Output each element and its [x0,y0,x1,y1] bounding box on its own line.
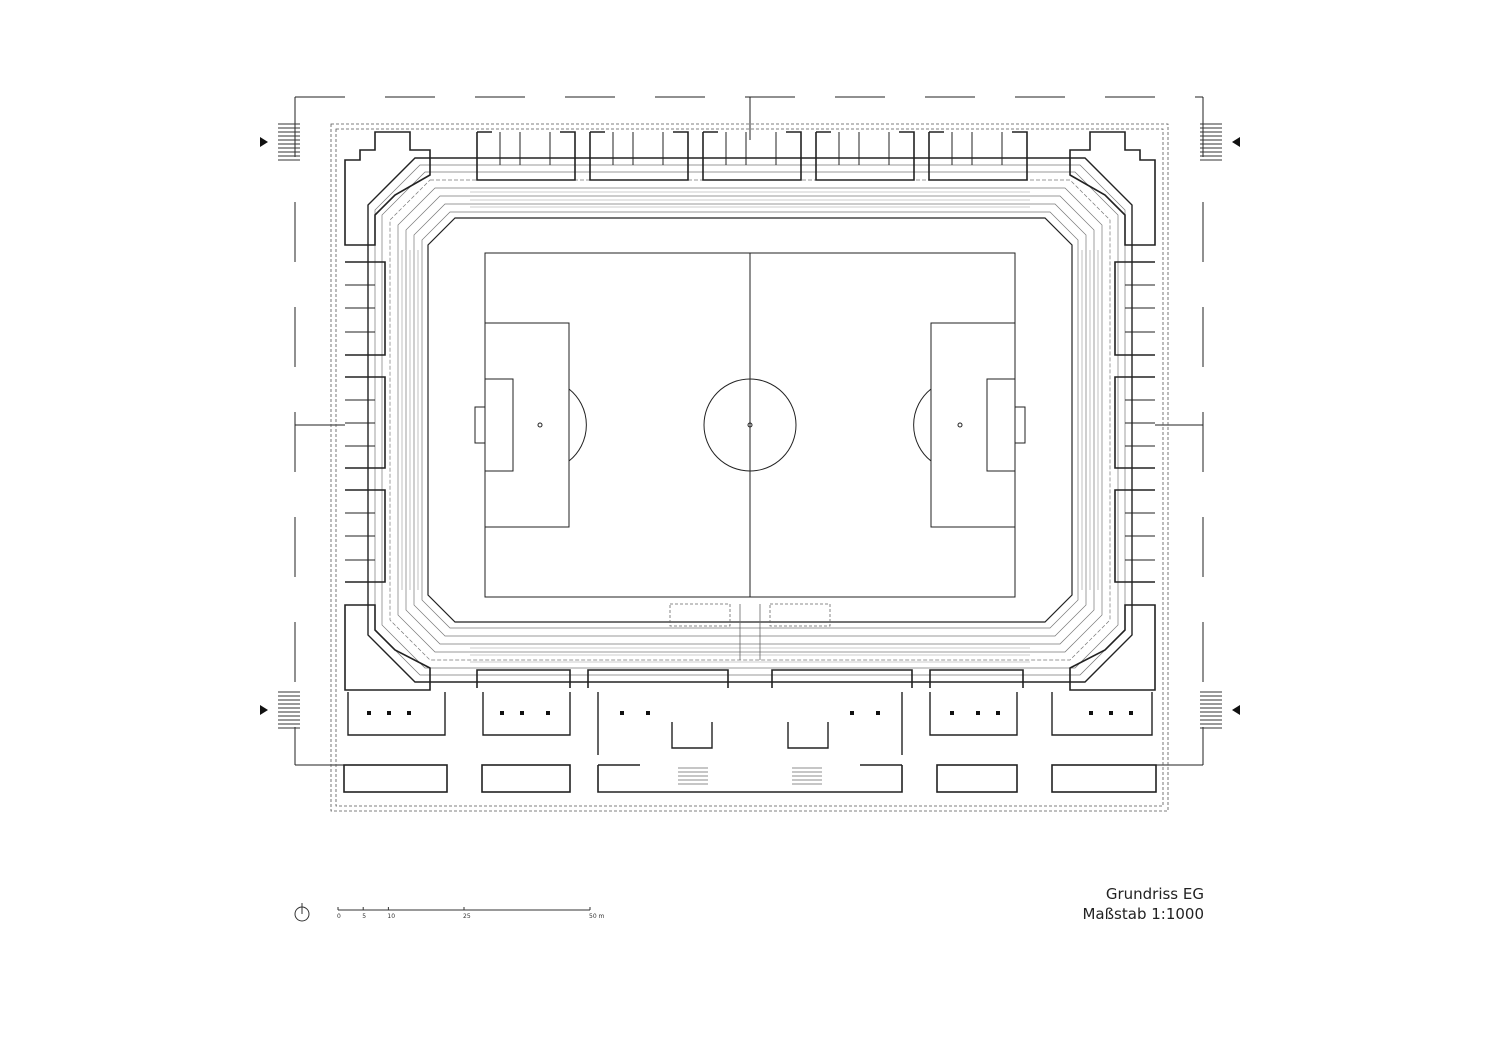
goal-right [1014,406,1026,444]
section-arrow-icon [1232,137,1240,147]
north-arrow-icon [294,903,310,922]
top-box-partitions [499,132,1003,165]
top-boxes [476,131,1028,181]
drawing-scale: Maßstab 1:1000 [1082,905,1204,923]
scale-bar-label: 25 [463,913,471,920]
corner-blocks-bottom [344,604,1156,691]
lower-rooms [343,764,1157,793]
bottom-boxes [476,669,1024,688]
section-arrow-icon [260,137,268,147]
stands-inner-edge [427,217,1073,623]
goal-area-right [986,378,1016,472]
concourse [347,692,1153,755]
penalty-arc-left [568,388,587,462]
team-benches [669,603,831,660]
penalty-spot-right [957,422,963,428]
columns [367,711,1133,715]
scale-bar-label: 5 [362,913,366,920]
scale-bar-label: 50 m [589,913,605,920]
section-markers [260,137,1240,715]
drawing-title: Grundriss EG [1105,885,1204,903]
football-pitch [474,252,1026,598]
penalty-area-left [484,322,570,528]
lower-stairs [678,767,822,785]
section-arrow-icon [1232,705,1240,715]
scale-bar: 0 5 10 25 50 m [337,907,605,920]
goal-area-left [484,378,514,472]
penalty-arc-right [913,388,932,462]
stands-ring [374,164,1126,676]
scale-bar-label: 0 [337,913,341,920]
penalty-spot-left [537,422,543,428]
stands-outer-edge [367,157,1133,683]
goal-left [474,406,486,444]
stair-marks [278,123,1222,729]
title-block: Grundriss EG Maßstab 1:1000 [1082,884,1204,924]
section-arrow-icon [260,705,268,715]
corner-blocks-top [344,131,1156,246]
side-box-partitions [345,284,1155,561]
centre-spot [747,422,753,428]
side-boxes [345,261,1155,583]
centre-circle [703,378,797,472]
section-frame [294,96,1204,766]
penalty-area-right [930,322,1016,528]
scale-bar-label: 10 [387,913,395,920]
site-boundary [330,123,1169,812]
seating-rows [401,191,1099,663]
